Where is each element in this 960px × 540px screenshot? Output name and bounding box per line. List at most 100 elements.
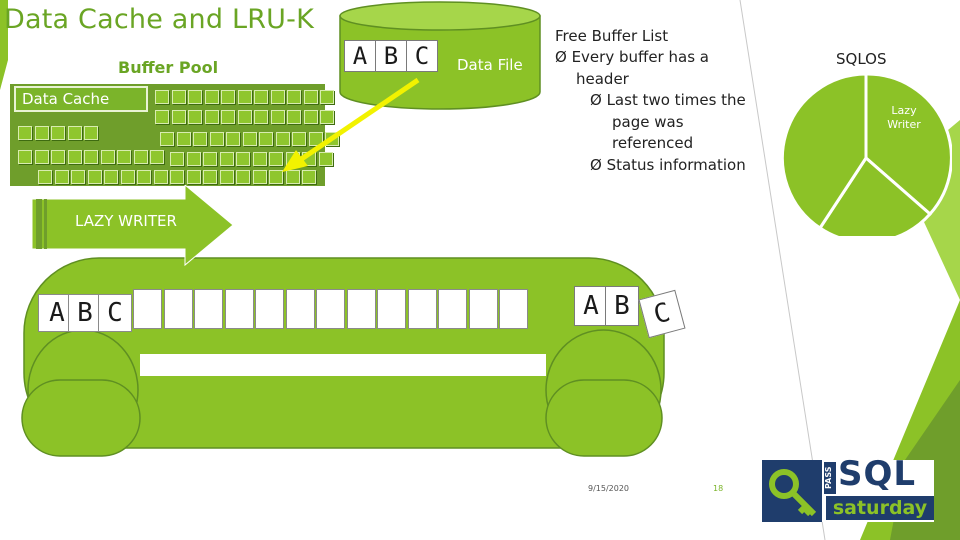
buffer-page <box>209 132 224 146</box>
buffer-page <box>153 170 168 184</box>
buffer-page <box>252 152 267 166</box>
conveyor-page-slot <box>163 289 193 329</box>
data-file-cylinder <box>339 1 541 110</box>
buffer-page <box>67 150 82 164</box>
buffer-page <box>254 110 268 124</box>
sqlos-slice-3 <box>780 72 868 231</box>
buffer-page <box>219 152 234 166</box>
buffer-page <box>318 152 333 166</box>
buffer-page <box>287 110 301 124</box>
buffer-pool-label: Buffer Pool <box>118 58 219 77</box>
buffer-page <box>292 132 306 146</box>
buffer-page <box>133 150 148 164</box>
conveyor-page-slot <box>194 289 223 329</box>
buffer-page <box>204 110 219 124</box>
buffer-page <box>84 150 98 164</box>
footer-page-number: 18 <box>713 484 724 493</box>
sqlos-label: SQLOS <box>836 50 887 68</box>
left-edge-shape <box>0 0 8 90</box>
diagonal-line <box>739 0 826 540</box>
free-buffer-line-4: page was <box>612 113 684 131</box>
buffer-page <box>18 126 32 140</box>
buffer-page <box>34 126 49 140</box>
buffer-page <box>203 152 217 166</box>
buffer-page <box>203 170 217 184</box>
buffer-page <box>221 110 235 124</box>
buffer-page <box>320 90 334 104</box>
sqlos-slice-label: Lazy Writer <box>887 104 921 131</box>
slide-title: Data Cache and LRU-K <box>4 4 314 35</box>
buffer-page <box>186 170 201 184</box>
free-buffer-line-2: header <box>576 70 629 88</box>
buffer-page <box>104 170 118 184</box>
conveyor-page-slot <box>377 289 406 329</box>
buffer-page <box>303 90 318 104</box>
buffer-page <box>308 132 323 146</box>
buffer-page <box>34 150 49 164</box>
buffer-page <box>54 170 69 184</box>
buffer-page <box>242 132 257 146</box>
buffer-page <box>71 170 85 184</box>
conveyor-page-b: B <box>68 294 102 332</box>
buffer-page <box>171 90 186 104</box>
buffer-page <box>67 126 82 140</box>
buffer-page <box>237 110 252 124</box>
buffer-page <box>171 110 186 124</box>
buffer-page <box>193 132 207 146</box>
buffer-page <box>100 150 115 164</box>
buffer-page <box>269 152 283 166</box>
free-buffer-heading: Free Buffer List <box>555 27 669 45</box>
buffer-page <box>155 90 169 104</box>
logo-pass: PASS <box>824 462 836 494</box>
buffer-page <box>18 150 32 164</box>
buffer-page <box>51 150 65 164</box>
buffer-page <box>170 152 184 166</box>
buffer-page <box>252 170 267 184</box>
buffer-page <box>275 132 290 146</box>
buffer-page <box>176 132 191 146</box>
free-buffer-line-3: Ø Last two times the <box>590 91 746 109</box>
disk-page-c: C <box>406 40 438 72</box>
buffer-page <box>188 90 202 104</box>
sqlos-slice-lazy-writer <box>864 72 952 217</box>
sqlos-pie <box>780 72 952 236</box>
conveyor-page-slot <box>438 289 467 329</box>
exiting-page-b: B <box>605 286 639 326</box>
free-buffer-line-1: Ø Every buffer has a <box>555 48 709 66</box>
free-buffer-line-6: Ø Status information <box>590 156 746 174</box>
buffer-page <box>237 90 252 104</box>
buffer-page <box>302 170 316 184</box>
conveyor-page-slot <box>255 289 284 329</box>
disk-page-b: B <box>375 40 407 72</box>
buffer-page <box>287 90 301 104</box>
free-buffer-line-5: referenced <box>612 134 694 152</box>
conveyor-page-slot <box>499 289 528 329</box>
key-logo-icon <box>762 460 822 522</box>
conveyor-page-slot <box>285 289 315 329</box>
buffer-page <box>87 170 102 184</box>
buffer-page <box>270 110 285 124</box>
conveyor-page-slot <box>407 289 437 329</box>
conveyor-page-slot <box>224 289 254 329</box>
buffer-page <box>186 152 201 166</box>
buffer-page <box>236 152 250 166</box>
sql-saturday-logo: PASS SQL saturday <box>762 454 934 522</box>
buffer-page <box>269 170 283 184</box>
buffer-page <box>303 110 318 124</box>
buffer-page <box>259 132 273 146</box>
footer-date: 9/15/2020 <box>588 484 630 493</box>
buffer-page <box>150 150 164 164</box>
conveyor-page-slot <box>468 289 498 329</box>
logo-sql: SQL <box>838 454 917 494</box>
buffer-page <box>254 90 268 104</box>
buffer-page <box>137 170 151 184</box>
sqlos-slice-2 <box>817 155 933 236</box>
buffer-page <box>204 90 219 104</box>
buffer-page <box>160 132 174 146</box>
conveyor-page-slot <box>133 289 162 329</box>
conveyor-page-slot <box>346 289 376 329</box>
exiting-page-a: A <box>574 286 608 326</box>
buffer-page <box>270 90 285 104</box>
